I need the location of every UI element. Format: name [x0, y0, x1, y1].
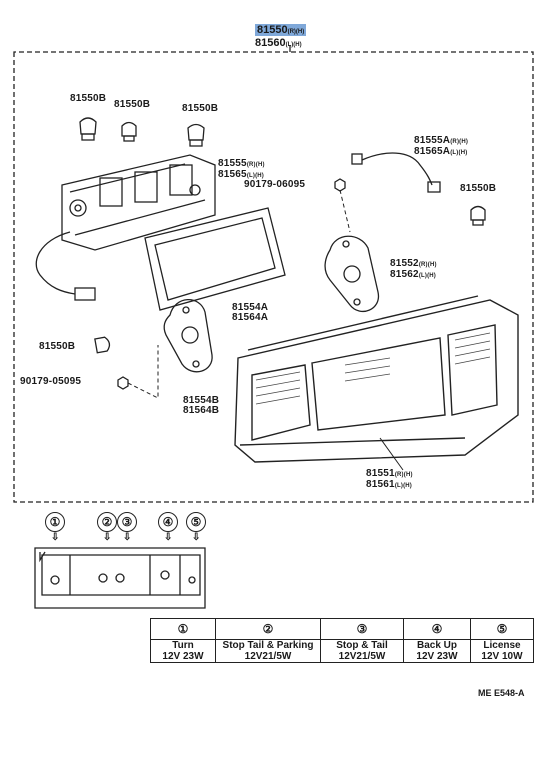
position-marker-1: ① [45, 512, 65, 532]
arrow-down-icon: ⇩ [164, 532, 173, 543]
arrow-down-icon: ⇩ [51, 532, 60, 543]
label-lens: 81551(R)(H) 81561(L)(H) [366, 468, 413, 490]
legend-number: ④ [403, 618, 471, 640]
arrow-down-icon: ⇩ [192, 532, 201, 543]
assembly-code: 81550(R)(H) 81560(L)(H) [255, 24, 307, 49]
lamp-position-view [34, 547, 206, 609]
legend-number: ① [150, 618, 216, 640]
label-bulb-2: 81550B [114, 99, 151, 110]
legend-number: ② [215, 618, 321, 640]
arrow-down-icon: ⇩ [123, 532, 132, 543]
label-bulb-1: 81550B [70, 93, 107, 104]
lens-hatch [255, 332, 491, 405]
bulb-icon [79, 117, 486, 354]
label-gasket-large: 81552(R)(H) 81562(L)(H) [390, 258, 437, 280]
wire-harness [35, 231, 96, 301]
legend-number: ⑤ [470, 618, 534, 640]
label-socket: 81555A(R)(H) 81565A(L)(H) [414, 135, 469, 157]
screw-icon [117, 178, 346, 390]
label-bulb-3: 81550B [182, 103, 219, 114]
lamp-lens [234, 295, 519, 463]
socket-wire [351, 152, 441, 193]
position-marker-4: ④ [158, 512, 178, 532]
label-bulb-left: 81550B [39, 341, 76, 352]
legend-number-row: ① ② ③ ④ ⑤ [150, 618, 534, 640]
position-marker-2: ② [97, 512, 117, 532]
label-bulb-right: 81550B [460, 183, 497, 194]
label-gasket-small: 81554B 81564B [183, 395, 220, 416]
assembly-bracket [13, 51, 534, 503]
gasket-small [163, 298, 213, 373]
label-housing: 81555(R)(H) 81565(L)(H) [218, 158, 265, 180]
position-marker-5: ⑤ [186, 512, 206, 532]
gasket-large [324, 235, 380, 312]
legend-number: ③ [320, 618, 404, 640]
gasket-frame [144, 207, 286, 311]
label-screw-top: 90179-06095 [244, 179, 306, 190]
label-gasket-frame: 81554A 81564A [232, 302, 269, 323]
position-marker-3: ③ [117, 512, 137, 532]
label-screw-left: 90179-05095 [20, 376, 82, 387]
diagram-code: ME E548-A [478, 688, 525, 698]
arrow-down-icon: ⇩ [103, 532, 112, 543]
lamp-housing [61, 154, 216, 251]
